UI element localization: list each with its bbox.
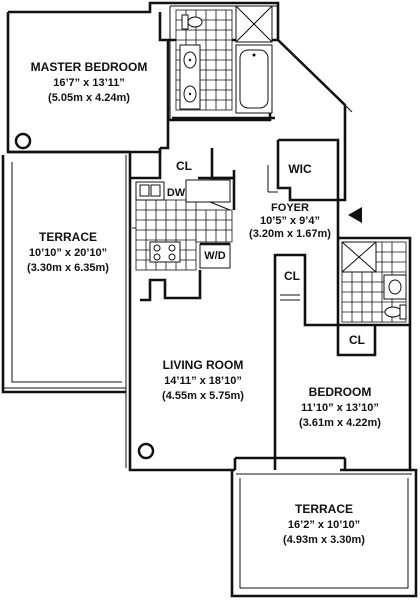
label-foyer: FOYER 10’5” x 9’4” (3.20m x 1.67m) — [249, 202, 331, 240]
label-master-bedroom: MASTER BEDROOM 16’7” x 13’11” (5.05m x 4… — [31, 60, 148, 104]
svg-text:(3.30m x 6.35m): (3.30m x 6.35m) — [27, 262, 109, 274]
svg-text:MASTER BEDROOM: MASTER BEDROOM — [31, 60, 148, 74]
svg-text:(4.55m x 5.75m): (4.55m x 5.75m) — [162, 390, 244, 402]
entry-arrow-icon — [348, 207, 362, 223]
svg-text:11’10” x 13’10”: 11’10” x 13’10” — [301, 402, 379, 414]
ventilation-shaft-icon — [235, 5, 273, 43]
svg-text:(3.61m x 4.22m): (3.61m x 4.22m) — [299, 417, 381, 429]
toilet-icon — [181, 14, 203, 30]
kitchen-closet-walls — [130, 138, 340, 210]
label-closet-bedroom-a: CL — [284, 269, 300, 283]
svg-text:(5.05m x 4.24m): (5.05m x 4.24m) — [48, 92, 130, 104]
dishwasher-label: DW — [167, 187, 186, 199]
svg-text:FOYER: FOYER — [271, 202, 309, 214]
kitchen-fixtures — [135, 179, 231, 269]
bedroom-vent-shaft-icon — [341, 241, 377, 273]
label-bedroom: BEDROOM 11’10” x 13’10” (3.61m x 4.22m) — [299, 385, 381, 429]
svg-text:16’7” x 13’11”: 16’7” x 13’11” — [53, 77, 125, 89]
label-walk-in-closet: WIC — [288, 162, 312, 176]
bedroom-sink-icon — [383, 274, 407, 300]
master-bath-fixtures — [179, 5, 273, 114]
svg-text:10’10” x 20’10”: 10’10” x 20’10” — [29, 247, 107, 259]
column-icon-living — [137, 442, 155, 460]
label-closet-bedroom-b: CL — [349, 333, 365, 347]
kitchen-partition — [132, 227, 202, 302]
svg-text:(3.20m x 1.67m): (3.20m x 1.67m) — [249, 228, 331, 240]
svg-text:(4.93m x 3.30m): (4.93m x 3.30m) — [283, 534, 365, 546]
svg-text:TERRACE: TERRACE — [295, 502, 353, 516]
bottom-terrace-outline — [230, 468, 418, 598]
bedroom-toilet-icon — [384, 304, 407, 320]
column-icon — [14, 132, 32, 150]
washer-dryer-icon — [199, 243, 231, 269]
svg-text:BEDROOM: BEDROOM — [309, 385, 372, 399]
svg-text:16’2” x 10’10”: 16’2” x 10’10” — [288, 519, 360, 531]
bedroom-walls — [273, 238, 410, 470]
washer-dryer-label: W/D — [204, 250, 225, 262]
label-closet-kitchen: CL — [176, 159, 192, 173]
bedroom-bath — [341, 241, 407, 323]
label-living-room: LIVING ROOM 14’11” x 18’10” (4.55m x 5.7… — [162, 358, 244, 402]
label-terrace-left: TERRACE 10’10” x 20’10” (3.30m x 6.35m) — [27, 230, 109, 274]
label-terrace-bottom: TERRACE 16’2” x 10’10” (4.93m x 3.30m) — [283, 502, 365, 546]
svg-text:10’5” x 9’4”: 10’5” x 9’4” — [260, 215, 320, 227]
svg-text:TERRACE: TERRACE — [39, 230, 97, 244]
svg-text:14’11” x 18’10”: 14’11” x 18’10” — [164, 375, 242, 387]
bathtub-icon — [235, 44, 273, 114]
left-terrace-outline — [1, 155, 126, 394]
svg-text:LIVING ROOM: LIVING ROOM — [163, 358, 244, 372]
